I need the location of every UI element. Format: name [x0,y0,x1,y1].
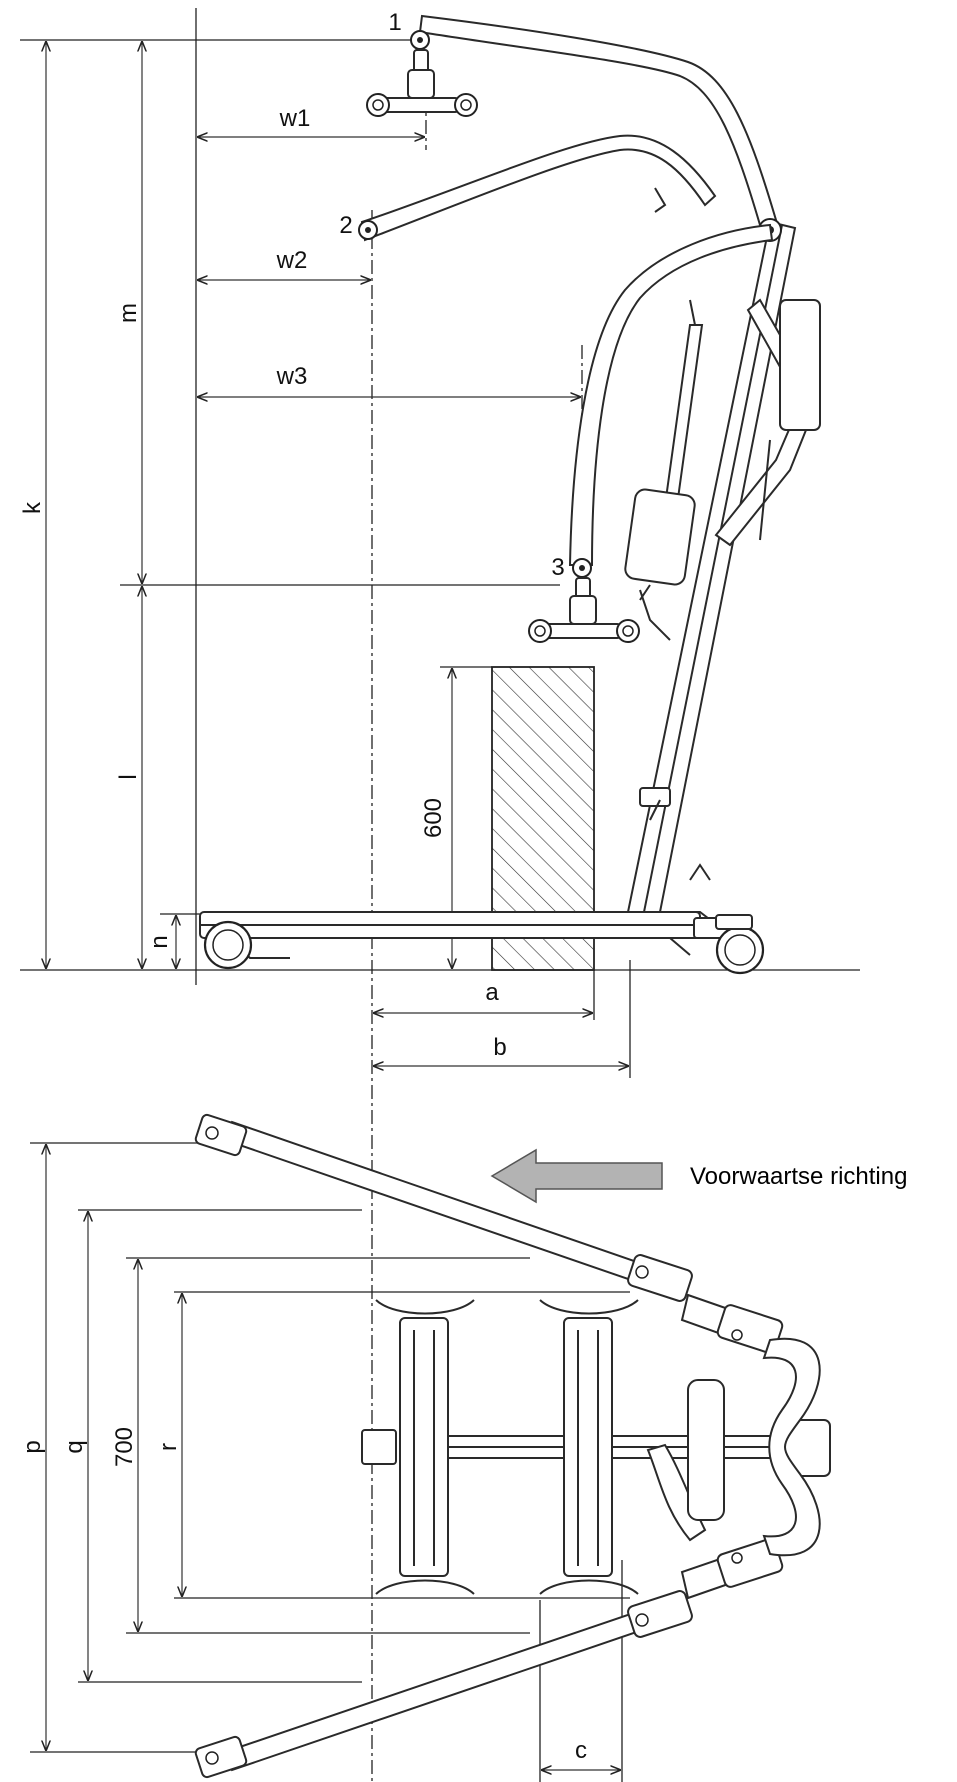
spreader-bar-right-top [539,1299,639,1595]
spreader-bar-upper [366,49,478,117]
front-wheel [715,914,765,975]
mast [626,220,797,913]
label-w2: w2 [276,247,308,274]
mast-top-view [646,1337,831,1557]
label-q: q [61,1440,88,1453]
label-point-2: 2 [339,212,352,239]
rear-wheel [203,920,253,970]
side-view: k m l n w1 w2 w3 1 2 3 600 a b [19,8,860,1782]
spreader-bar-left-top [375,1299,475,1595]
push-handle [714,298,821,547]
label-a: a [485,979,499,1006]
label-k: k [19,501,46,514]
label-700: 700 [111,1427,138,1467]
boom-lower [568,223,774,578]
leg-upper [194,1113,784,1354]
label-w3: w3 [276,363,308,390]
label-600: 600 [420,798,447,838]
label-w1: w1 [279,105,311,132]
label-point-1: 1 [388,9,401,36]
label-c: c [575,1737,587,1764]
left-arrow-icon [490,1148,663,1204]
label-b: b [493,1034,506,1061]
label-p: p [19,1440,46,1453]
direction-label: Voorwaartse richting [690,1163,907,1190]
boom-middle [358,134,717,242]
actuator [624,299,704,641]
label-m: m [115,303,142,323]
label-point-3: 3 [551,554,564,581]
label-l: l [115,774,142,779]
top-view: p q 700 r c [19,1113,831,1782]
direction-indicator: Voorwaartse richting [490,1148,907,1204]
leg-lower [194,1538,784,1779]
boom-upper [410,14,782,242]
spreader-bar-lower [528,577,640,643]
label-n: n [146,935,173,948]
label-r: r [155,1443,182,1451]
base-chassis [199,911,740,959]
